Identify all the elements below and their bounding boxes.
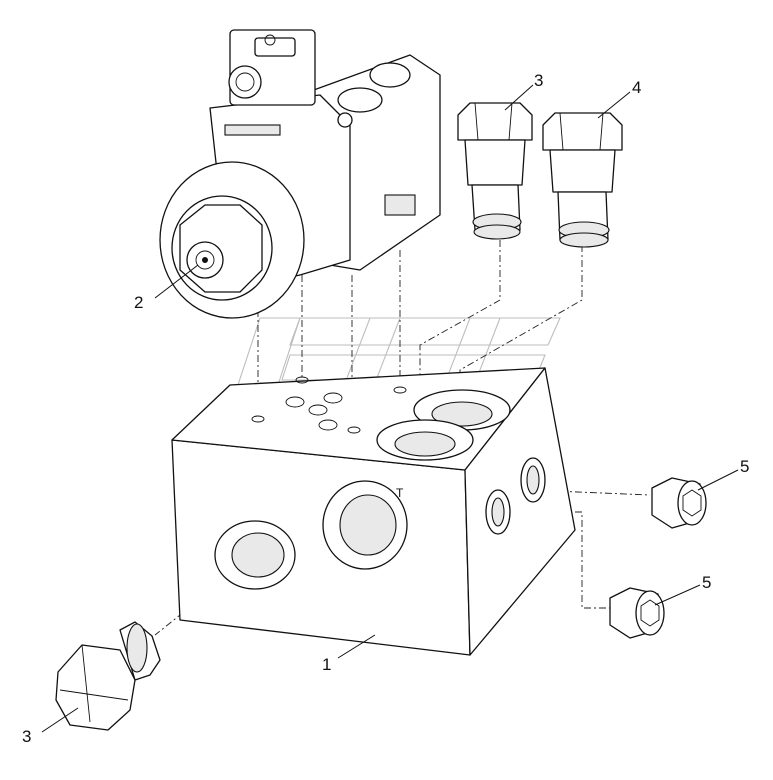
solenoid-valve bbox=[159, 29, 441, 319]
callout-1: 1 bbox=[322, 655, 331, 674]
callout-3-bottom: 3 bbox=[22, 727, 31, 746]
plug-3-bottom bbox=[55, 621, 161, 731]
leader-lines bbox=[41, 84, 739, 733]
callout-labels: 1 2 3 4 5 5 3 bbox=[22, 71, 749, 746]
plug-5-bottom bbox=[609, 587, 665, 639]
callout-3-top: 3 bbox=[534, 71, 543, 90]
callout-5-top: 5 bbox=[740, 457, 749, 476]
callout-2: 2 bbox=[134, 293, 143, 312]
manifold-block: T bbox=[171, 367, 576, 656]
plug-3-top bbox=[457, 102, 533, 240]
plug-5-top bbox=[651, 477, 707, 529]
callout-5-bottom: 5 bbox=[702, 573, 711, 592]
port-mark-t: T bbox=[396, 486, 404, 500]
plug-4 bbox=[542, 112, 623, 248]
callout-4: 4 bbox=[632, 78, 641, 97]
